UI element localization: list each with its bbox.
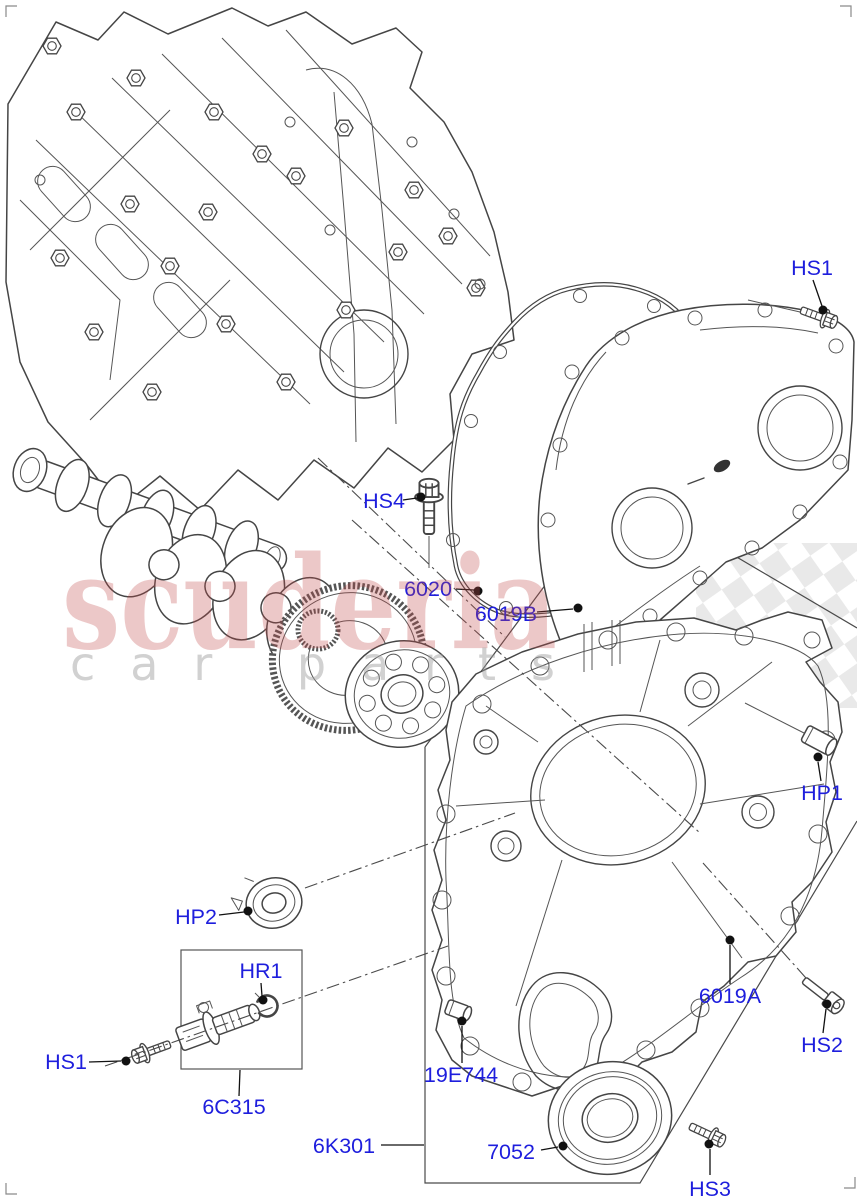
dowel-19e744 bbox=[444, 999, 473, 1022]
corner-marks bbox=[5, 5, 856, 1195]
corner-mark-bottom-left bbox=[5, 1183, 17, 1195]
label-hs3: HS3 bbox=[689, 1177, 731, 1200]
label-hp1: HP1 bbox=[801, 781, 843, 805]
corner-mark-bottom-right bbox=[844, 1177, 856, 1189]
label-hs1-top: HS1 bbox=[791, 256, 833, 280]
label-hs4: HS4 bbox=[363, 489, 405, 513]
label-hr1: HR1 bbox=[239, 959, 282, 983]
oil-seal-7052 bbox=[547, 1060, 673, 1176]
sensor-kit-box bbox=[180, 949, 303, 1070]
label-6019b: 6019B bbox=[475, 602, 537, 626]
watermark-tagline: car parts bbox=[70, 637, 555, 691]
label-hp2: HP2 bbox=[175, 905, 217, 929]
crankshaft-position-sensor bbox=[175, 1000, 261, 1051]
engine-block-illustration bbox=[5, 7, 515, 511]
watermark-brand: scuderia bbox=[62, 529, 557, 679]
timing-cover-6k301 bbox=[431, 611, 843, 1097]
leader-lines bbox=[88, 279, 832, 1175]
block-detail-circles bbox=[34, 116, 486, 290]
label-6019a: 6019A bbox=[699, 984, 762, 1008]
corner-mark-top-right bbox=[840, 5, 852, 17]
label-hs1-bottom: HS1 bbox=[45, 1050, 87, 1074]
part-labels: HS1 HS4 6020 6019B HP1 HP2 HR1 6019A HS2… bbox=[45, 256, 843, 1200]
label-6k301: 6K301 bbox=[313, 1134, 375, 1158]
bolt-hs2 bbox=[798, 972, 848, 1017]
cover-bosses bbox=[473, 631, 821, 862]
watermark: scuderia car parts bbox=[62, 529, 557, 691]
label-hs2: HS2 bbox=[801, 1033, 843, 1057]
assembly-centerlines bbox=[104, 299, 807, 1067]
label-19e744: 19E744 bbox=[424, 1063, 498, 1087]
corner-mark-top-left bbox=[5, 5, 17, 17]
label-7052: 7052 bbox=[487, 1140, 535, 1164]
cylinder-bore bbox=[319, 309, 409, 399]
label-6c315: 6C315 bbox=[202, 1095, 265, 1119]
label-6020: 6020 bbox=[404, 577, 452, 601]
head-ports bbox=[37, 165, 207, 339]
plug-hp2 bbox=[230, 877, 303, 929]
bolt-hs4 bbox=[414, 477, 444, 535]
dowel-hp1 bbox=[800, 725, 838, 756]
crank-flange bbox=[344, 639, 460, 749]
bolt-hs1-bottom bbox=[128, 1033, 175, 1068]
